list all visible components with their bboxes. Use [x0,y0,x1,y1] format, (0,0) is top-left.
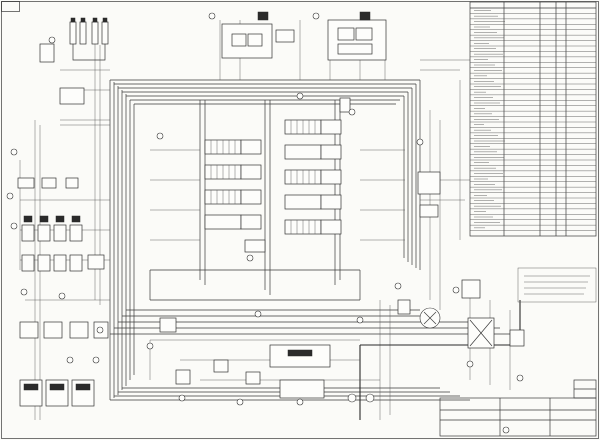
central-valve-bank [204,97,351,253]
bottom-center-pump-group [159,317,375,403]
balloon-callouts [6,12,524,406]
top-center-valve-group [221,11,295,59]
notes-block [517,267,597,303]
lower-left-valves [19,321,109,407]
top-right-valve-group [327,11,387,61]
title-block [439,379,597,437]
left-cylinder-stack [17,177,105,272]
corner-tag-box [1,1,20,12]
right-valve-cluster [397,171,525,349]
parts-list-table [469,1,597,237]
top-left-cylinders [39,17,109,105]
